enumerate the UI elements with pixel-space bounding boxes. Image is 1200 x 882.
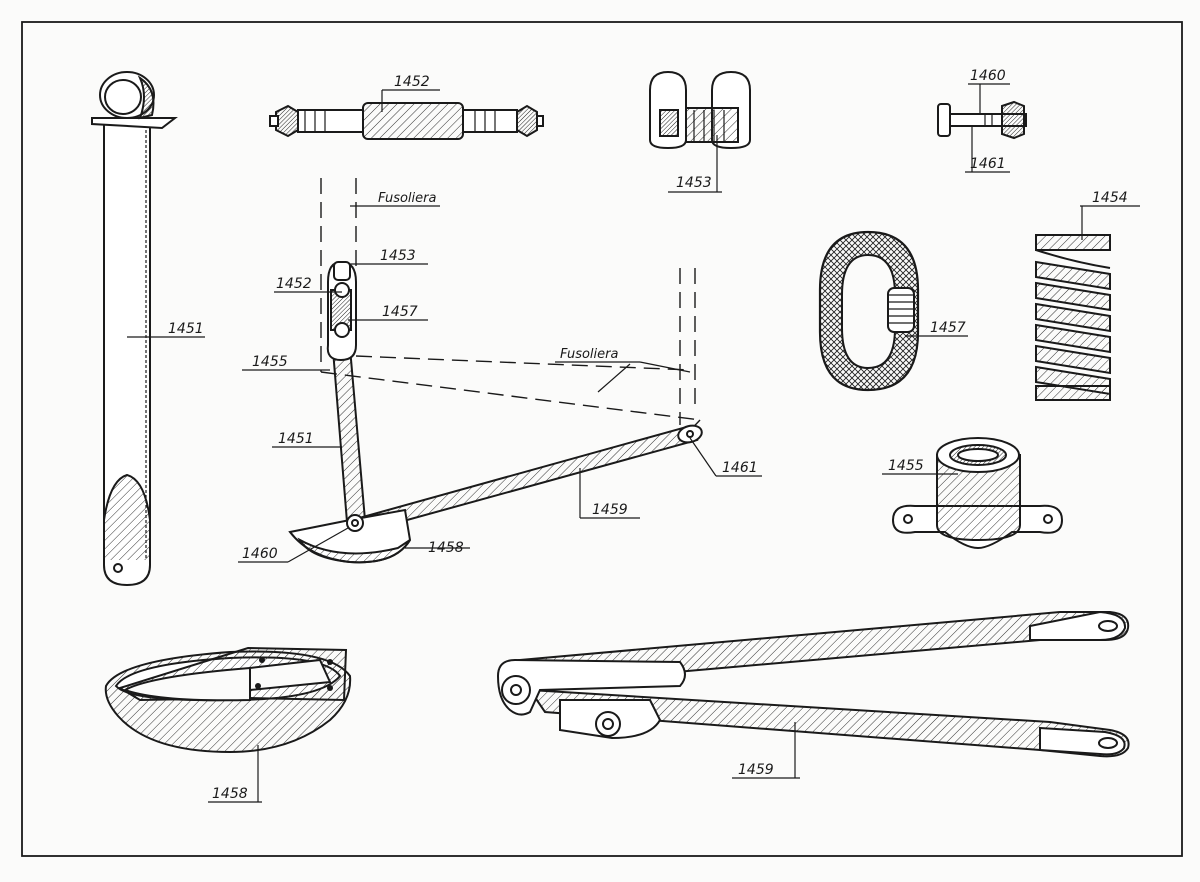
label-1461-asm: 1461 xyxy=(722,460,758,476)
label-1451-rod: 1451 xyxy=(168,321,204,337)
part-1452-adjuster xyxy=(269,102,544,140)
part-1459-arms xyxy=(496,610,1130,758)
label-1454-spring: 1454 xyxy=(1092,190,1128,206)
part-1455-bush xyxy=(891,437,1064,550)
part-1460-pin xyxy=(937,100,1027,140)
label-1455-asm: 1455 xyxy=(252,354,288,370)
label-1453-asm: 1453 xyxy=(380,248,416,264)
label-1453-top: 1453 xyxy=(676,175,712,191)
label-1460-asm: 1460 xyxy=(242,546,278,562)
label-1461-top: 1461 xyxy=(970,156,1006,172)
label-1458-shoe: 1458 xyxy=(212,786,248,802)
sheet-border xyxy=(21,21,1183,857)
leader-1461-asm xyxy=(689,437,717,477)
label-1452-asm: 1452 xyxy=(276,276,312,292)
label-1460-top: 1460 xyxy=(970,68,1006,84)
label-fusoliera-2: Fusoliera xyxy=(560,347,618,362)
label-1455-bush: 1455 xyxy=(888,458,924,474)
leader-fusoliera-2c xyxy=(597,363,631,393)
label-1459-arms: 1459 xyxy=(738,762,774,778)
part-1454-spring xyxy=(1035,234,1111,401)
assembly-view xyxy=(288,178,703,564)
leader-fusoliera-2b xyxy=(639,361,691,373)
label-fusoliera-1: Fusoliera xyxy=(378,191,436,206)
leader-1460-asm-b xyxy=(287,527,349,563)
label-1459-asm: 1459 xyxy=(592,502,628,518)
part-1457-link xyxy=(818,230,920,392)
part-1453-clevis xyxy=(649,70,751,150)
label-1458-asm: 1458 xyxy=(428,540,464,556)
label-1457-link: 1457 xyxy=(930,320,966,336)
label-1457-asm: 1457 xyxy=(382,304,418,320)
part-1458-shoe xyxy=(104,646,352,754)
part-1451-strut xyxy=(91,71,178,587)
label-1452-top: 1452 xyxy=(394,74,430,90)
label-1451-asm: 1451 xyxy=(278,431,314,447)
